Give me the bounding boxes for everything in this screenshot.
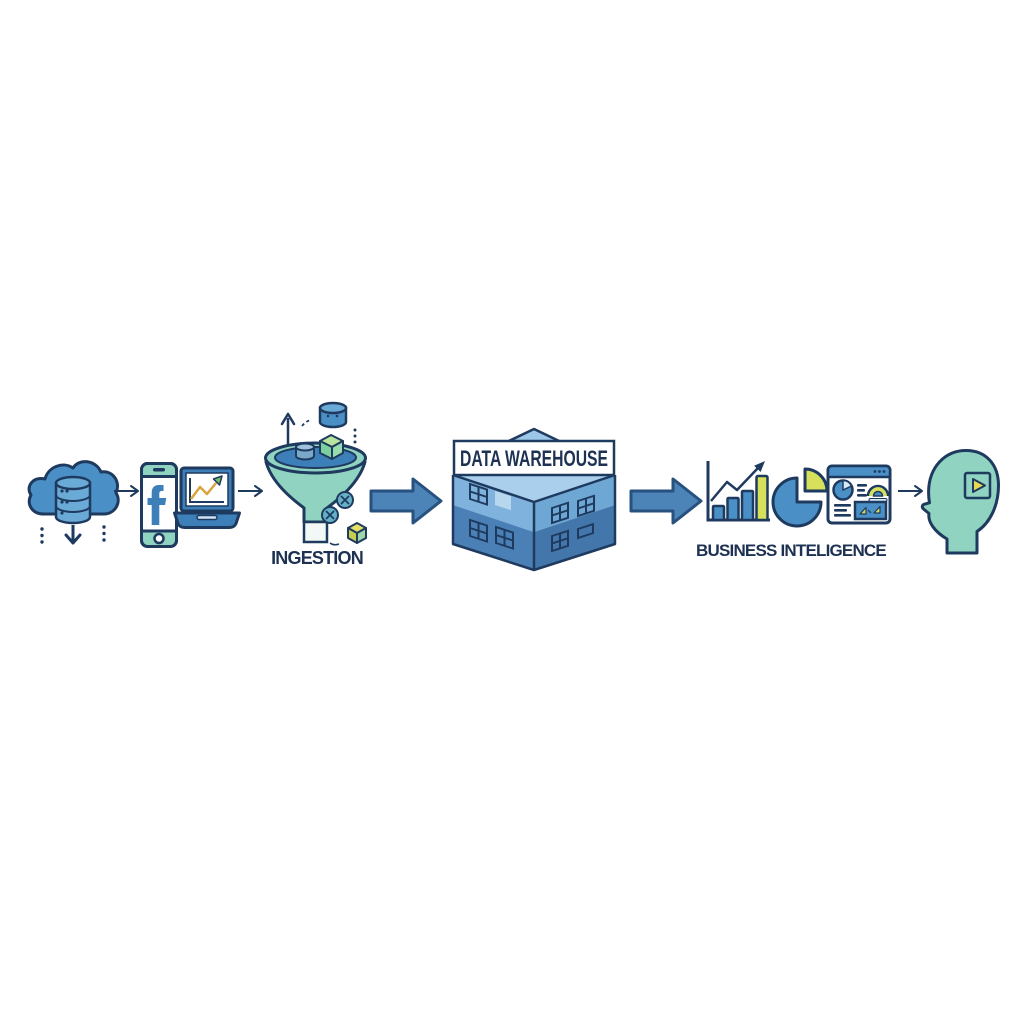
chart-panel-icon	[853, 500, 888, 521]
block-arrow-1-icon	[368, 474, 444, 528]
warehouse-windows-right	[551, 494, 595, 553]
smartphone-facebook-icon	[139, 461, 179, 549]
download-arrow-icon	[40, 525, 106, 545]
package-circle-icon	[321, 491, 354, 524]
block-arrow-2-icon	[628, 474, 704, 528]
head-play-icon	[920, 447, 1002, 555]
floating-cylinder-icon	[295, 442, 315, 461]
facebook-f-icon	[147, 485, 167, 525]
thin-arrow-3-icon	[896, 483, 926, 499]
green-cube-icon	[319, 434, 344, 460]
business-intelligence-label: BUSINESS INTELIGENCE	[696, 541, 887, 560]
laptop-chart-icon	[173, 466, 241, 532]
thin-arrow-2-icon	[236, 483, 266, 499]
gauge-icon	[866, 484, 890, 502]
warehouse-windows-left	[469, 482, 514, 550]
funnel-icon	[258, 396, 373, 548]
yellow-cube-icon	[347, 522, 367, 544]
warehouse-banner	[452, 439, 616, 477]
data-warehouse-label: DATA WAREHOUSE	[460, 446, 608, 471]
ingestion-label: INGESTION	[271, 548, 364, 568]
bar-chart-icon	[698, 456, 772, 530]
play-button-icon	[963, 471, 992, 500]
dashboard-icon	[826, 461, 892, 527]
cloud-database-icon	[22, 450, 122, 550]
data-cylinder-icon	[318, 401, 348, 429]
warehouse-building-icon: DATA WAREHOUSE	[448, 427, 620, 578]
thin-arrow-1-icon	[112, 483, 142, 499]
database-cylinder-icon	[54, 475, 92, 525]
pie-chart-icon	[770, 460, 830, 530]
